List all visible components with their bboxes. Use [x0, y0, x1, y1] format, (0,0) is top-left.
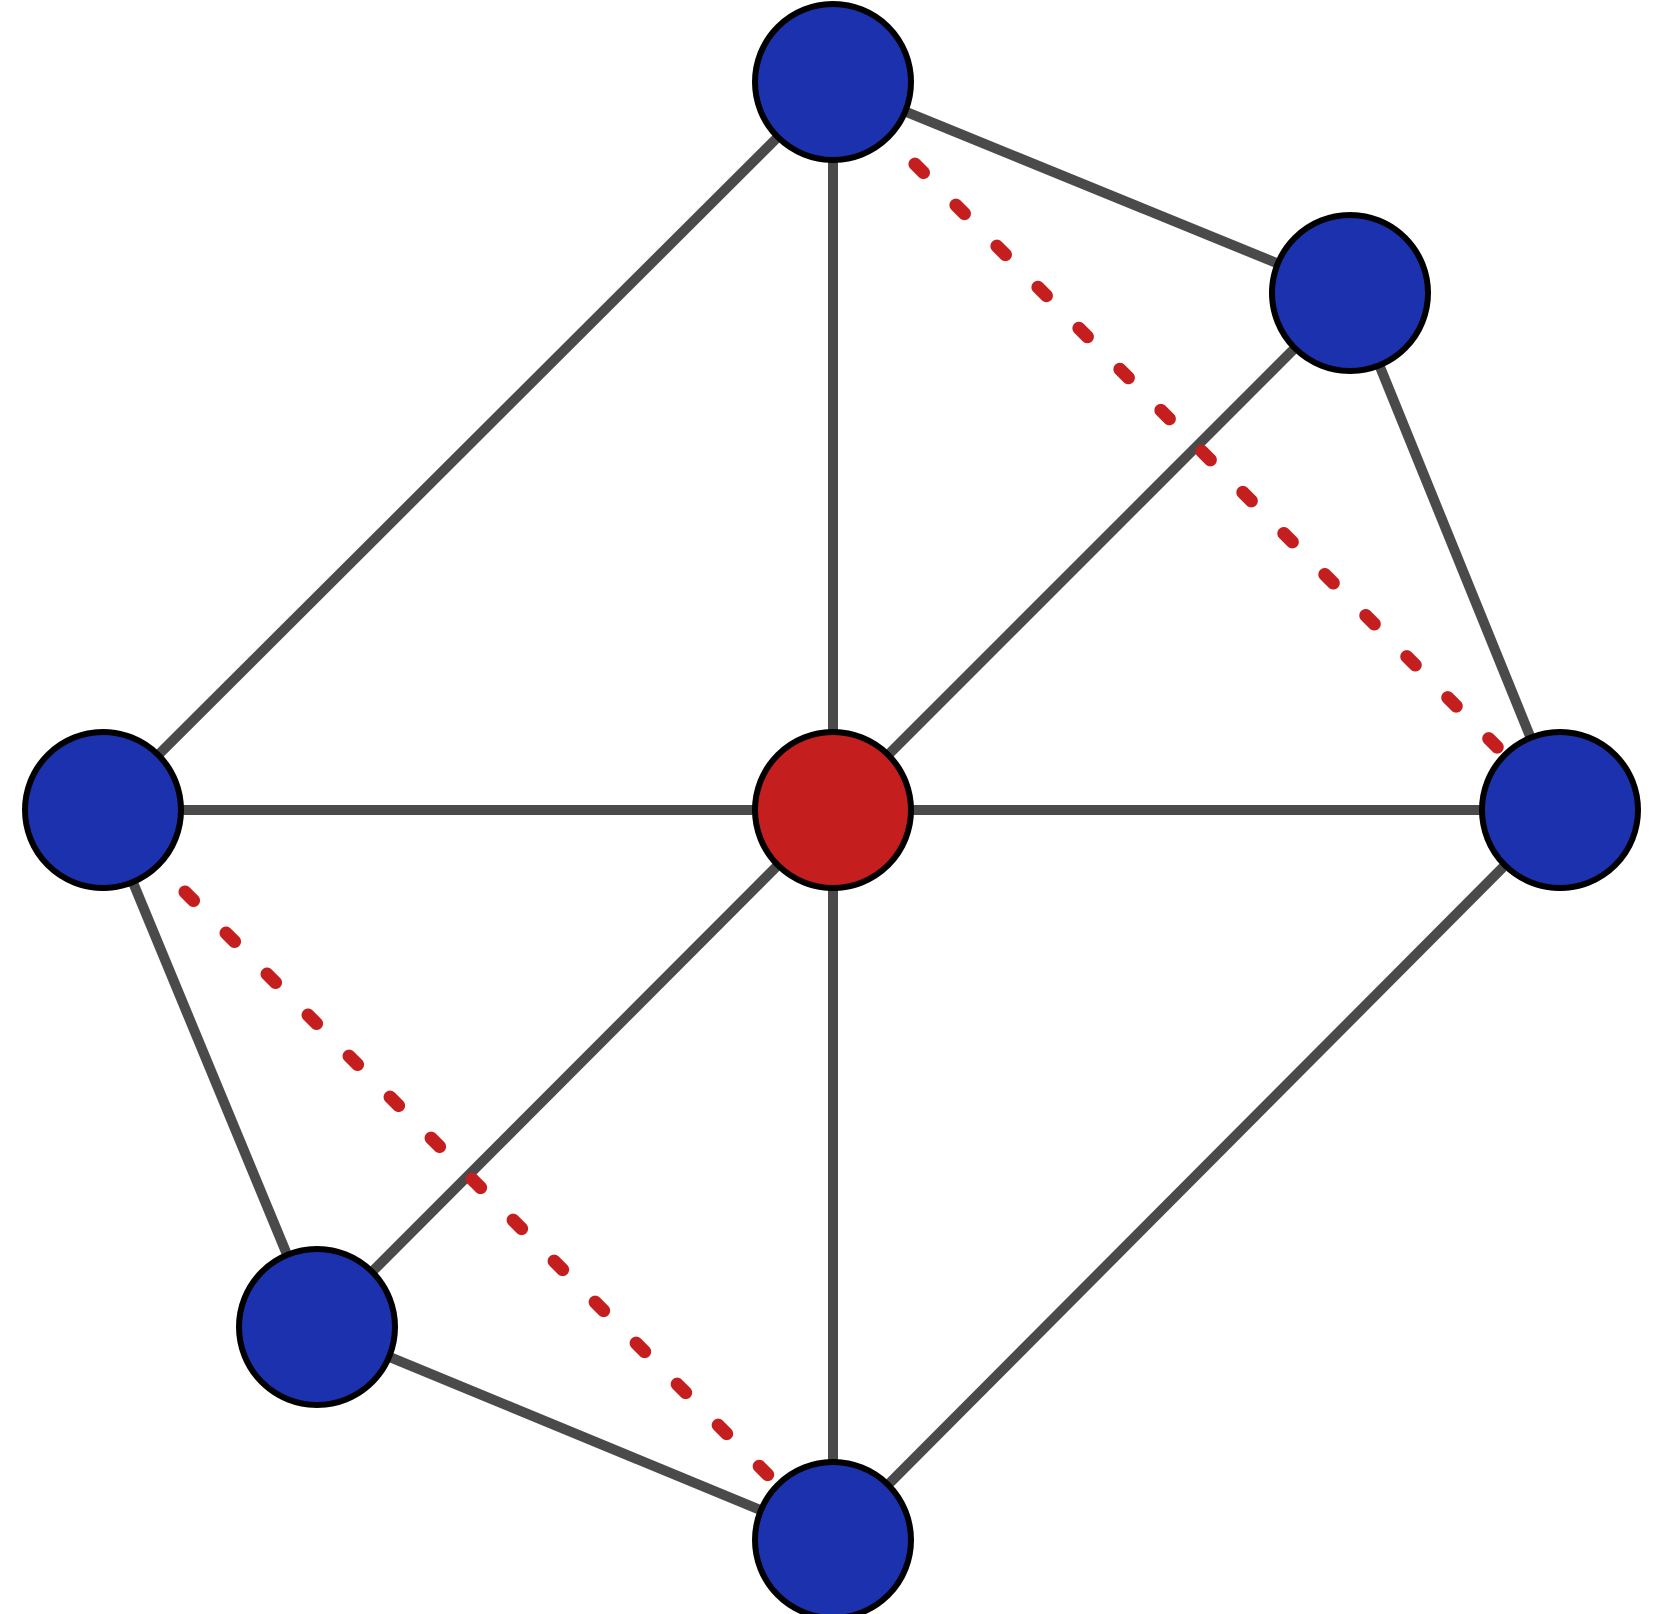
edge-center-upper-right [829, 289, 1354, 814]
edge-right-bottom [829, 806, 1564, 1544]
node-top [752, 1, 914, 163]
edge-center-lower-left [313, 806, 837, 1331]
dashed-edge-top-right [826, 75, 1567, 817]
nodes-layer [22, 1, 1641, 1614]
edges-layer [96, 75, 1567, 1547]
node-upper-right [1269, 212, 1431, 374]
edge-left-top [99, 78, 837, 814]
node-right [1479, 729, 1641, 891]
dashed-edge-left-bottom [96, 803, 840, 1547]
node-center [752, 729, 914, 891]
node-lower-left [236, 1246, 398, 1408]
edge-lower-left-left [98, 808, 322, 1329]
node-bottom [752, 1459, 914, 1614]
node-left [22, 729, 184, 891]
edge-bottom-lower-left [315, 1322, 835, 1545]
edge-upper-right-right [1345, 291, 1565, 812]
edge-top-upper-right [831, 77, 1352, 298]
